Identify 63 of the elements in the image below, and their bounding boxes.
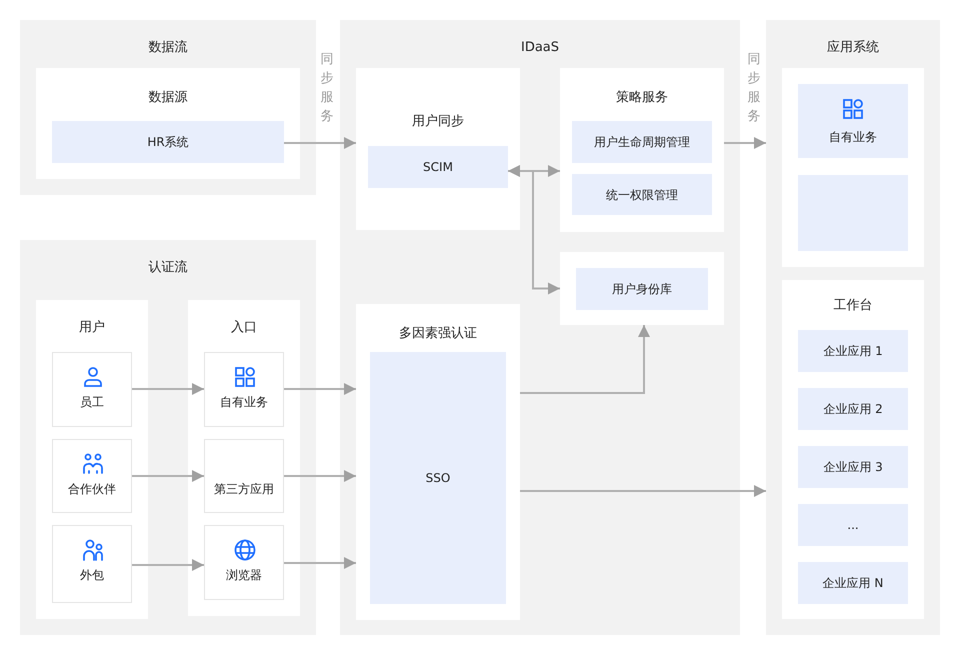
edge-label: 同步服务 xyxy=(320,51,334,126)
group-panel xyxy=(340,20,740,635)
arrow xyxy=(132,470,204,482)
arrow xyxy=(520,485,766,497)
arrow xyxy=(284,470,356,482)
card-label: 外包 xyxy=(79,567,105,583)
process-box xyxy=(368,146,508,188)
arrow xyxy=(284,383,356,395)
entry-card xyxy=(52,525,132,603)
edge-label: 同步服务 xyxy=(747,51,761,126)
card-label: 合作伙伴 xyxy=(67,481,117,497)
arrow xyxy=(508,165,560,294)
entry-card xyxy=(52,352,132,427)
section-panel xyxy=(36,68,300,179)
box-label: 用户身份库 xyxy=(611,281,673,297)
panel-title: 数据源 xyxy=(148,90,188,106)
card-label: 自有业务 xyxy=(219,394,269,410)
section-panel xyxy=(36,300,148,619)
box-label: 企业应用 3 xyxy=(822,459,884,475)
box-label: HR系统 xyxy=(146,134,190,150)
card-label: 员工 xyxy=(79,394,105,410)
entry-card xyxy=(204,525,284,600)
empty-box xyxy=(782,68,924,267)
box-label: 企业应用 1 xyxy=(822,343,884,359)
box-label: 企业应用 N xyxy=(822,575,884,591)
box-label: SSO xyxy=(424,470,452,486)
arrow xyxy=(520,325,650,394)
panel-title: 多因素强认证 xyxy=(398,326,478,342)
group-panel xyxy=(20,20,316,195)
section-panel xyxy=(560,68,724,232)
panel-title: 用户 xyxy=(78,320,106,336)
box-label: ... xyxy=(846,517,860,533)
section-panel xyxy=(356,304,520,620)
box-label: 企业应用 2 xyxy=(822,401,884,417)
process-box xyxy=(52,121,284,163)
box-label: 统一权限管理 xyxy=(605,186,679,202)
arrow xyxy=(724,137,766,149)
panel-title: 入口 xyxy=(230,320,258,336)
entry-card xyxy=(204,352,284,427)
arrow xyxy=(132,559,204,571)
group-panel xyxy=(20,240,316,635)
box-label: 用户生命周期管理 xyxy=(593,134,691,150)
entry-card xyxy=(204,439,284,513)
arrow xyxy=(284,137,356,149)
panel-title: 工作台 xyxy=(832,298,874,314)
panel-title: 应用系统 xyxy=(826,40,880,56)
section-panel xyxy=(188,300,300,616)
arrow xyxy=(132,383,204,395)
box-label: SCIM xyxy=(422,159,454,175)
panel-title: 认证流 xyxy=(148,260,188,276)
panel-title: 用户同步 xyxy=(411,114,465,130)
card-label: 自有业务 xyxy=(828,129,878,145)
empty-box xyxy=(560,252,724,325)
card-label: 浏览器 xyxy=(225,567,263,583)
arrow xyxy=(284,557,356,569)
section-panel xyxy=(356,68,520,230)
process-box xyxy=(798,84,908,158)
panel-title: 数据流 xyxy=(148,40,188,56)
group-panel xyxy=(766,20,940,635)
entry-card xyxy=(52,439,132,513)
panel-title: 策略服务 xyxy=(615,90,669,106)
card-label: 第三方应用 xyxy=(213,481,275,497)
panel-title: IDaaS xyxy=(520,40,560,56)
